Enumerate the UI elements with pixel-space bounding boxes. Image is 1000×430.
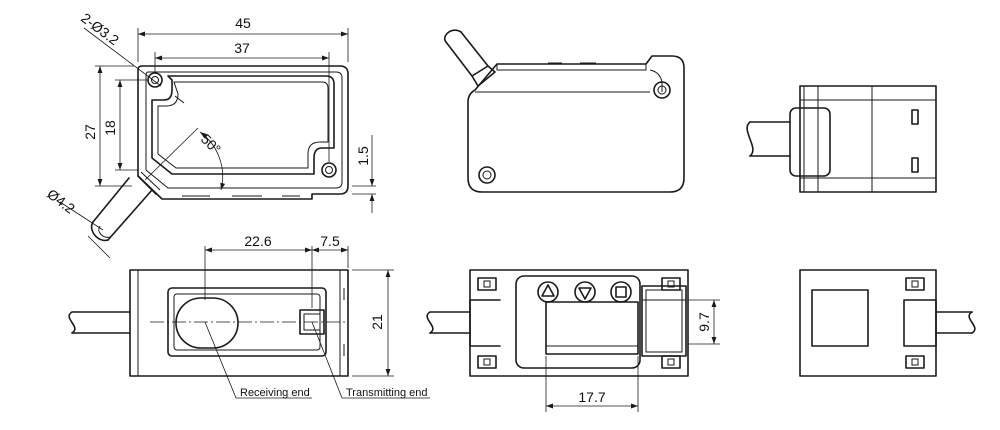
dim-window-height: 9.7 <box>696 312 712 332</box>
dim-overall-height: 27 <box>82 124 98 140</box>
bottom-view: 9.7 17.7 <box>426 269 720 412</box>
set-button-icon <box>610 281 632 303</box>
dim-hole-vertical-pitch: 18 <box>102 120 118 136</box>
dim-beam-angle: 50° <box>198 131 224 157</box>
dim-overall-width: 45 <box>235 15 251 31</box>
side-view <box>746 85 937 193</box>
dim-step: 1.5 <box>355 146 371 166</box>
up-arrow-button-icon <box>537 281 559 303</box>
front-view: 45 37 2-Ø3.2 27 18 50° 1.5 Ø4.2 <box>44 10 376 259</box>
down-arrow-button-icon <box>574 281 596 303</box>
dim-emitter-offset: 7.5 <box>320 233 340 249</box>
dim-depth: 21 <box>369 314 385 330</box>
end-view <box>799 269 976 377</box>
dim-receiver-offset: 22.6 <box>244 233 271 249</box>
perspective-view <box>444 29 685 193</box>
callout-receiving-end: Receiving end <box>240 387 310 399</box>
dim-cable-diameter: Ø4.2 <box>44 186 78 217</box>
top-view: 22.6 7.5 21 Receiving end Transmitting e… <box>68 233 430 399</box>
dim-hole-pitch: 37 <box>234 40 250 56</box>
callout-transmitting-end: Transmitting end <box>346 387 428 399</box>
dim-window-offset: 17.7 <box>578 389 605 405</box>
